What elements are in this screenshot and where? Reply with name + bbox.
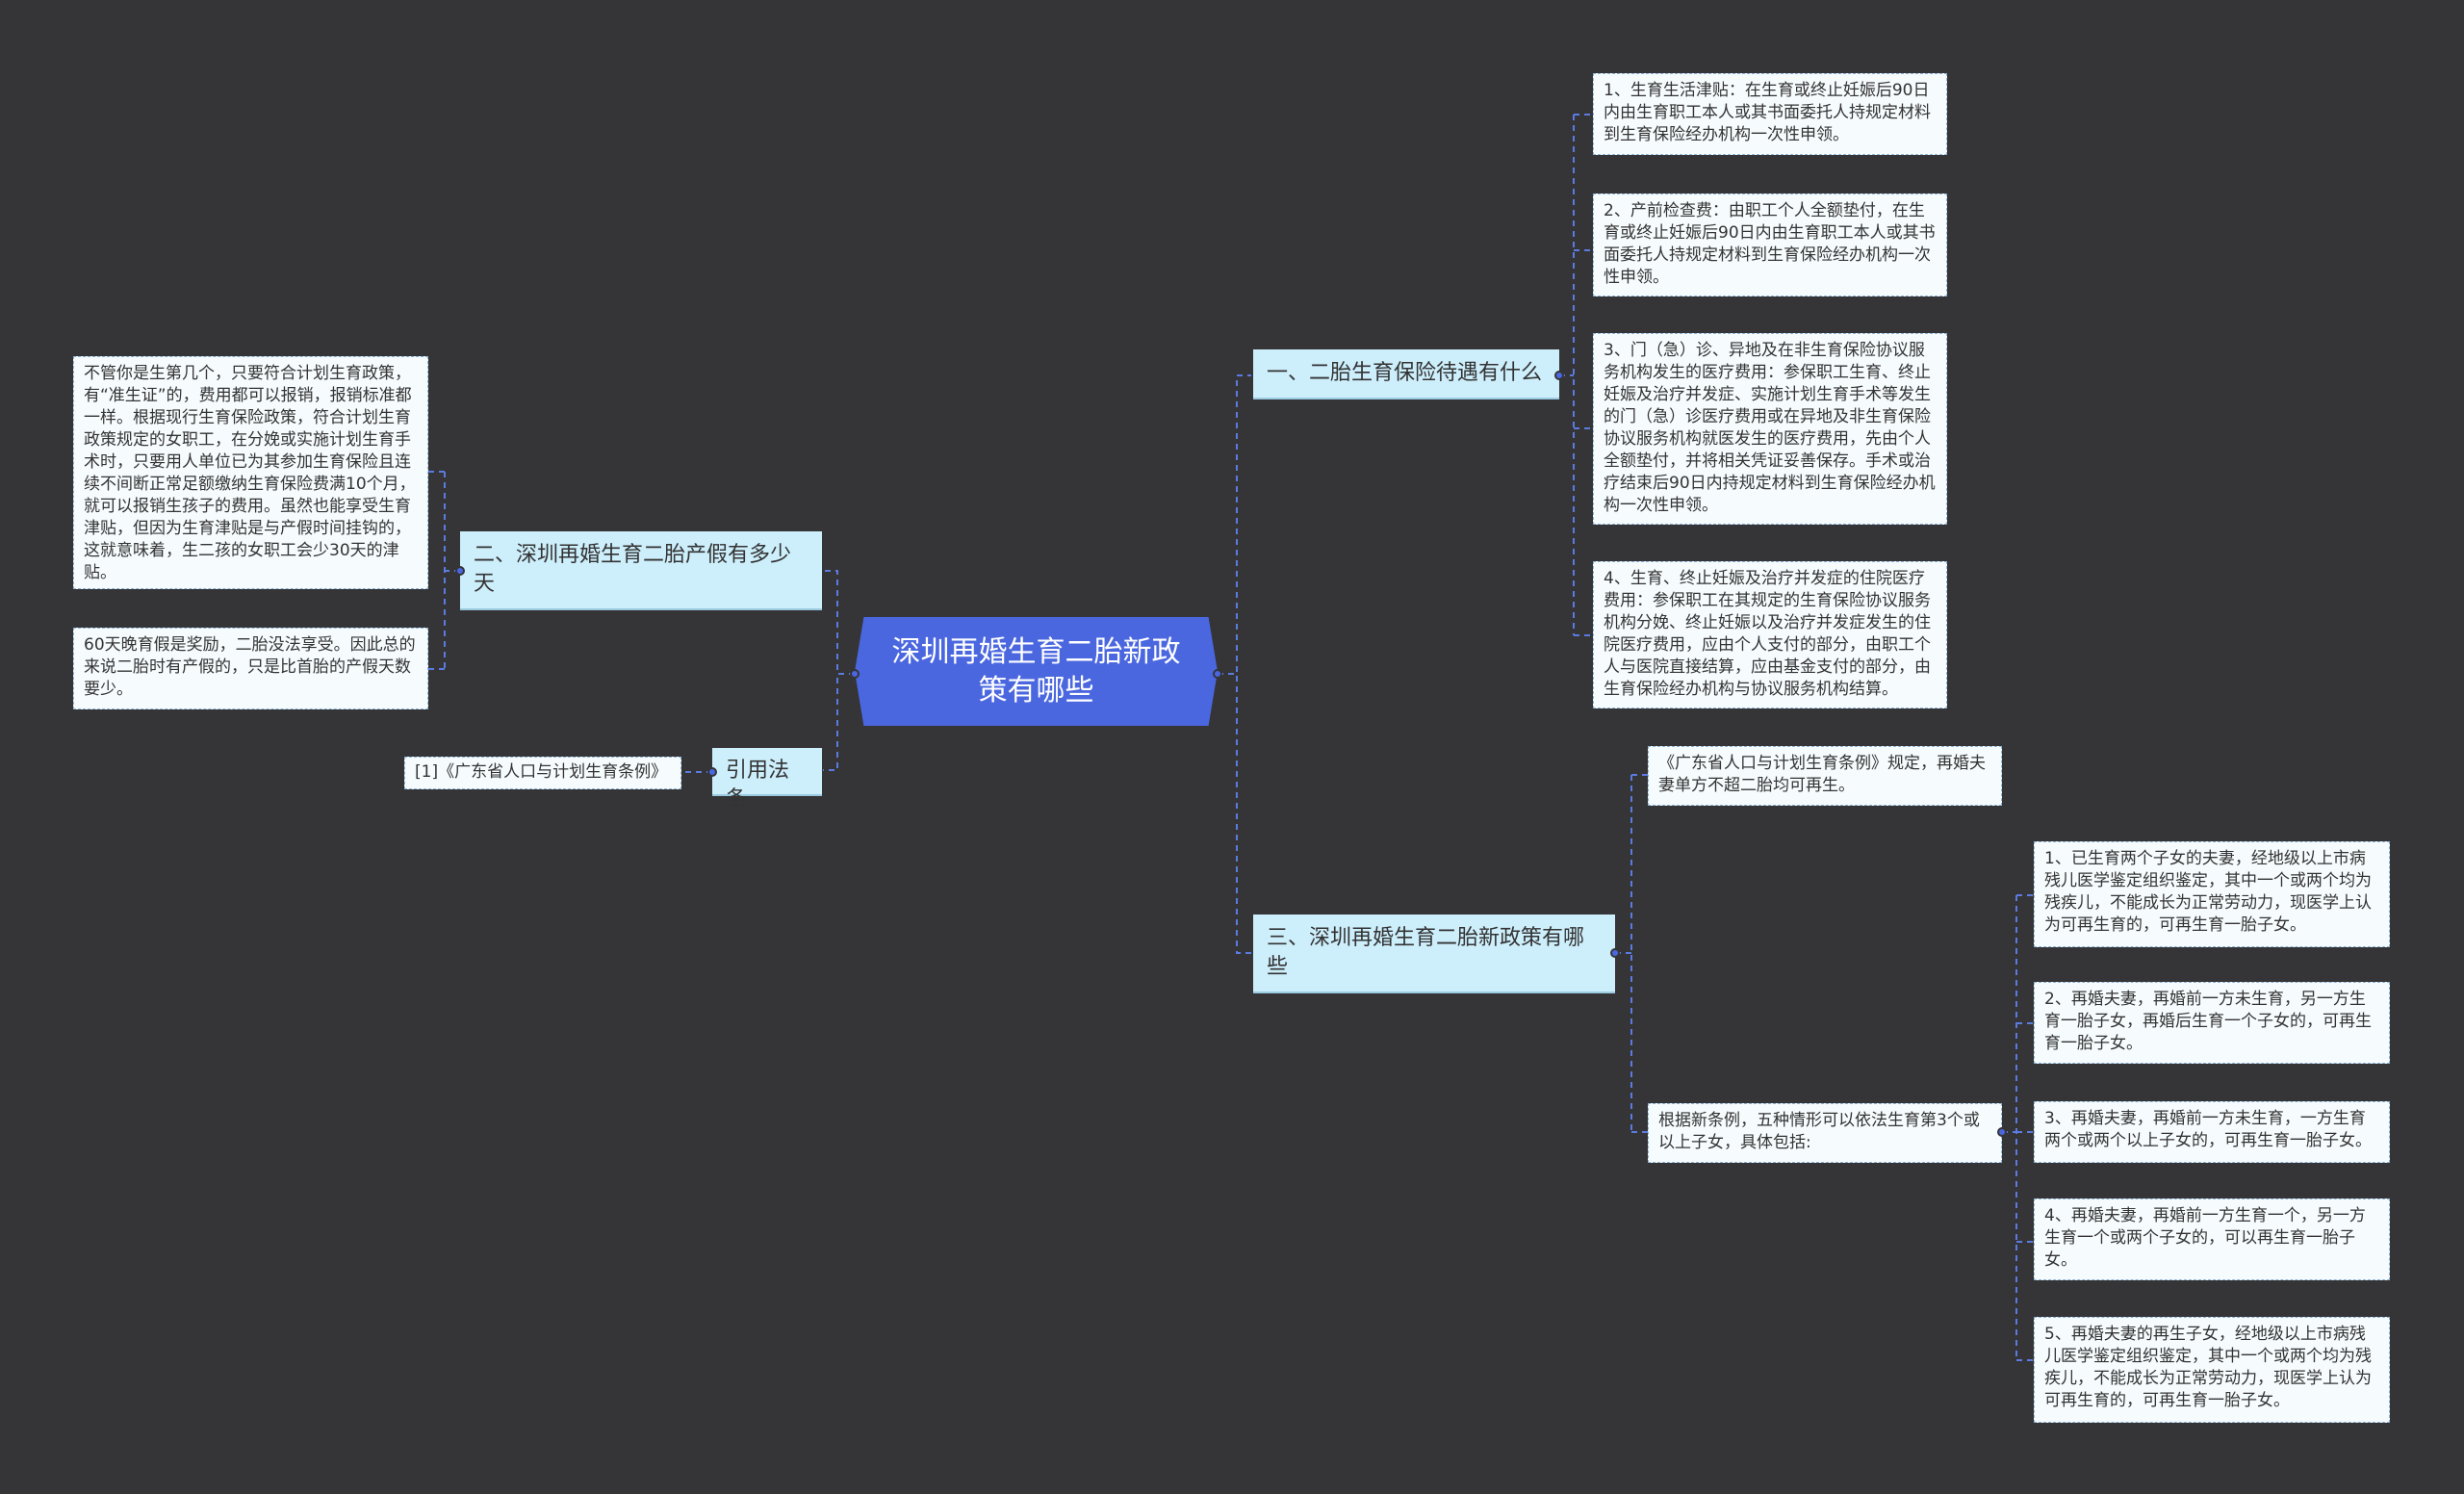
leaf-text: 2、产前检查费：由职工个人全额垫付，在生育或终止妊娠后90日内由生育职工本人或其…: [1604, 201, 1936, 287]
leaf-late-childbirth-leave[interactable]: 60天晚育假是奖励，二胎没法享受。因此总的来说二胎时有产假的，只是比首胎的产假天…: [73, 628, 428, 709]
leaf-text: 60天晚育假是奖励，二胎没法享受。因此总的来说二胎时有产假的，只是比首胎的产假天…: [84, 635, 416, 699]
junction-dot: [1997, 1127, 2007, 1137]
leaf-regulation-reference[interactable]: [1]《广东省人口与计划生育条例》: [404, 757, 681, 789]
leaf-text: 3、门（急）诊、异地及在非生育保险协议服务机构发生的医疗费用：参保职工生育、终止…: [1604, 341, 1936, 515]
leaf-reimbursement[interactable]: 不管你是生第几个，只要符合计划生育政策，有“准生证”的，费用都可以报销，报销标准…: [73, 356, 428, 589]
leaf-case-3[interactable]: 3、再婚夫妻，再婚前一方未生育，一方生育两个或两个以上子女的，可再生育一胎子女。: [2034, 1101, 2390, 1163]
leaf-prenatal-exam[interactable]: 2、产前检查费：由职工个人全额垫付，在生育或终止妊娠后90日内由生育职工本人或其…: [1593, 193, 1947, 296]
root-topic[interactable]: 深圳再婚生育二胎新政策有哪些: [855, 617, 1218, 726]
leaf-text: 1、生育生活津贴：在生育或终止妊娠后90日内由生育职工本人或其书面委托人持规定材…: [1604, 81, 1931, 144]
leaf-case-4[interactable]: 4、再婚夫妻，再婚前一方生育一个，另一方生育一个或两个子女的，可以再生育一胎子女…: [2034, 1198, 2390, 1280]
connector-b1-leaves: [1559, 114, 1593, 636]
junction-dot: [1554, 371, 1564, 380]
junction-dot: [1610, 948, 1620, 958]
branch-new-policy[interactable]: 三、深圳再婚生育二胎新政策有哪些: [1253, 914, 1615, 993]
leaf-living-allowance[interactable]: 1、生育生活津贴：在生育或终止妊娠后90日内由生育职工本人或其书面委托人持规定材…: [1593, 73, 1947, 155]
branch-label: 三、深圳再婚生育二胎新政策有哪些: [1267, 926, 1585, 979]
branch-maternity-insurance[interactable]: 一、二胎生育保险待遇有什么: [1253, 349, 1559, 399]
leaf-inpatient-costs[interactable]: 4、生育、终止妊娠及治疗并发症的住院医疗费用：参保职工在其规定的生育保险协议服务…: [1593, 561, 1947, 708]
branch-label: 二、深圳再婚生育二胎产假有多少天: [474, 543, 792, 596]
junction-dot: [455, 566, 465, 576]
leaf-five-cases[interactable]: 根据新条例，五种情形可以依法生育第3个或以上子女，具体包括:: [1648, 1103, 2002, 1163]
branch-label: 引用法条: [726, 759, 790, 811]
leaf-text: 4、再婚夫妻，再婚前一方生育一个，另一方生育一个或两个子女的，可以再生育一胎子女…: [2044, 1206, 2366, 1270]
leaf-text: 4、生育、终止妊娠及治疗并发症的住院医疗费用：参保职工在其规定的生育保险协议服务…: [1604, 569, 1931, 699]
junction-dot: [850, 669, 860, 679]
connector-b3sub-leaves: [2002, 894, 2034, 1361]
root-title: 深圳再婚生育二胎新政策有哪些: [891, 634, 1181, 708]
branch-maternity-leave[interactable]: 二、深圳再婚生育二胎产假有多少天: [460, 531, 822, 610]
connector-root-b2: [823, 570, 855, 675]
leaf-text: 3、再婚夫妻，再婚前一方未生育，一方生育两个或两个以上子女的，可再生育一胎子女。: [2044, 1109, 2372, 1150]
connector-b3-leaves: [1615, 774, 1648, 1133]
leaf-case-5[interactable]: 5、再婚夫妻的再生子女，经地级以上市病残儿医学鉴定组织鉴定，其中一个或两个均为残…: [2034, 1317, 2390, 1423]
leaf-text: 不管你是生第几个，只要符合计划生育政策，有“准生证”的，费用都可以报销，报销标准…: [84, 364, 416, 582]
connector-root-b3: [1218, 673, 1251, 954]
leaf-text: [1]《广东省人口与计划生育条例》: [415, 762, 668, 782]
leaf-text: 2、再婚夫妻，再婚前一方未生育，另一方生育一胎子女，再婚后生育一个子女的，可再生…: [2044, 990, 2372, 1053]
leaf-text: 1、已生育两个子女的夫妻，经地级以上市病残儿医学鉴定组织鉴定，其中一个或两个均为…: [2044, 849, 2372, 935]
branch-legal-citation[interactable]: 引用法条: [712, 748, 822, 811]
junction-dot: [1213, 669, 1222, 679]
branch-label: 一、二胎生育保险待遇有什么: [1267, 361, 1543, 385]
junction-dot: [707, 767, 717, 777]
leaf-outpatient-costs[interactable]: 3、门（急）诊、异地及在非生育保险协议服务机构发生的医疗费用：参保职工生育、终止…: [1593, 333, 1947, 525]
leaf-text: 5、再婚夫妻的再生子女，经地级以上市病残儿医学鉴定组织鉴定，其中一个或两个均为残…: [2044, 1325, 2372, 1410]
leaf-case-2[interactable]: 2、再婚夫妻，再婚前一方未生育，另一方生育一胎子女，再婚后生育一个子女的，可再生…: [2034, 982, 2390, 1064]
leaf-text: 《广东省人口与计划生育条例》规定，再婚夫妻单方不超二胎均可再生。: [1658, 754, 1986, 795]
leaf-text: 根据新条例，五种情形可以依法生育第3个或以上子女，具体包括:: [1658, 1111, 1980, 1152]
connector-root-b4: [823, 673, 855, 771]
connector-root-b1: [1218, 374, 1251, 675]
leaf-regulation-rule[interactable]: 《广东省人口与计划生育条例》规定，再婚夫妻单方不超二胎均可再生。: [1648, 746, 2002, 806]
leaf-case-1[interactable]: 1、已生育两个子女的夫妻，经地级以上市病残儿医学鉴定组织鉴定，其中一个或两个均为…: [2034, 841, 2390, 947]
